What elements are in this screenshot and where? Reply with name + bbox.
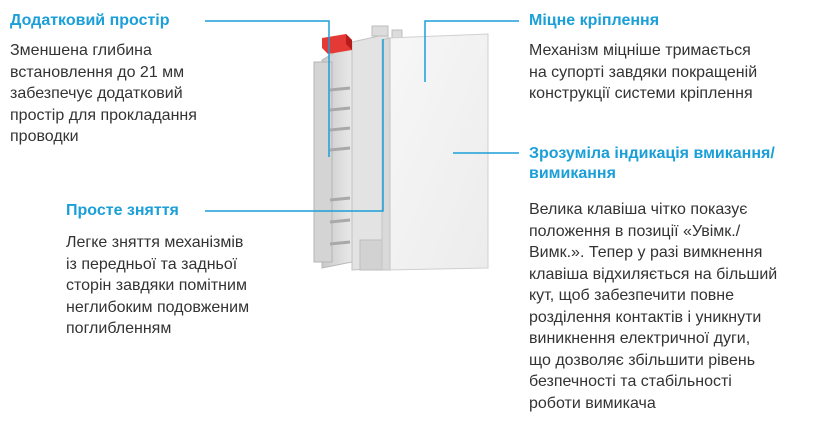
description-line: Механізм міцніше тримається <box>529 42 751 59</box>
title-line: Зрозуміла індикація вмикання/ <box>529 145 775 162</box>
description-line: встановлення до 21 мм <box>10 63 185 81</box>
description-line: конструкції системи кріплення <box>529 85 753 102</box>
description-line: на супорті завдяки покращеній <box>529 63 758 81</box>
description-line: клавіша відхиляється на більший <box>529 265 778 283</box>
description-line: Зменшена глибина <box>10 42 152 59</box>
easy-removal-title: Просте зняття <box>66 202 179 219</box>
description-line: забезпечує додатковий <box>10 85 183 102</box>
description-line: Легке зняття механізмів <box>66 234 244 251</box>
description-line: із передньої та задньої <box>66 255 238 273</box>
extra-space-description: Зменшена глибина встановлення до 21 мм з… <box>10 40 197 148</box>
description-line: безпечності та стабільності <box>529 373 732 390</box>
description-line: розділення контактів і уникнути <box>529 308 762 326</box>
description-line: що дозволяє збільшити рівень <box>529 351 756 369</box>
description-line: Вимк.». Тепер у разі вимкнення <box>529 244 763 261</box>
clear-indication-title: Зрозуміла індикація вмикання/ вимикання <box>529 144 775 184</box>
clear-indication-description: Велика клавіша чітко показує положення в… <box>529 199 777 414</box>
extra-space-title: Додатковий простір <box>10 12 170 29</box>
easy-removal-description: Легке зняття механізмів із передньої та … <box>66 232 249 340</box>
strong-mount-title: Міцне кріплення <box>529 12 660 29</box>
description-line: Велика клавіша чітко показує <box>529 201 748 218</box>
title-line: вимикання <box>529 165 616 182</box>
description-line: положення в позиції «Увімк./ <box>529 222 741 240</box>
description-line: проводки <box>10 128 79 145</box>
description-line: виникнення електричної дуги, <box>529 330 751 347</box>
description-line: поглибленням <box>66 320 172 337</box>
description-line: кут, щоб забезпечити повне <box>529 287 735 304</box>
callout-lines <box>205 20 519 212</box>
switch-rocker <box>381 33 489 271</box>
description-line: неглибоким подовженим <box>66 298 250 316</box>
description-line: роботи вимикача <box>529 394 656 412</box>
strong-mount-description: Механізм міцніше тримається на супорті з… <box>529 40 757 105</box>
description-line: простір для прокладання <box>10 106 197 124</box>
description-line: сторін завдяки помітним <box>66 277 247 294</box>
